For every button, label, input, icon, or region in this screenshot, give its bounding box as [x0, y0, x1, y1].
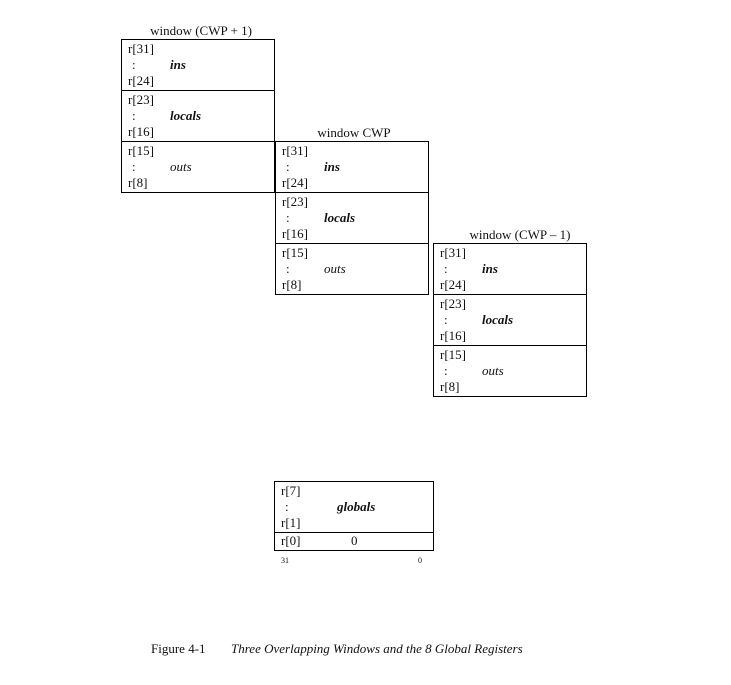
reg-ellipsis: : — [286, 210, 290, 225]
locals-block: r[23] : r[16] locals — [122, 91, 274, 142]
window-title-cwp-minus-1: window (CWP – 1) — [469, 227, 571, 242]
reg-label: r[23] — [282, 194, 308, 209]
reg-label: r[7] — [281, 483, 301, 498]
locals-label: locals — [482, 312, 514, 327]
bit-low-label: 0 — [418, 556, 422, 565]
figure-title: Three Overlapping Windows and the 8 Glob… — [231, 641, 523, 656]
reg-ellipsis: : — [132, 108, 136, 123]
ins-block: r[31] : r[24] ins — [122, 40, 274, 91]
locals-label: locals — [324, 210, 356, 225]
locals-block: r[23] : r[16] locals — [276, 193, 428, 244]
reg-label: r[8] — [282, 277, 302, 292]
window-cwp: r[31] : r[24] ins r[23] : r[16] locals r… — [275, 141, 429, 295]
locals-block: r[23] : r[16] locals — [434, 295, 586, 346]
reg-label: r[16] — [282, 226, 308, 241]
window-cwp-minus-1: r[31] : r[24] ins r[23] : r[16] locals r… — [433, 243, 587, 397]
reg-ellipsis: : — [132, 57, 136, 72]
ins-label: ins — [324, 159, 340, 174]
reg-ellipsis: : — [285, 499, 289, 514]
ins-label: ins — [170, 57, 186, 72]
reg-label: r[24] — [440, 277, 466, 292]
reg-label: r[15] — [440, 347, 466, 362]
globals-block: r[7] : r[1] globals — [275, 482, 433, 533]
outs-label: outs — [170, 159, 192, 174]
reg-label: r[31] — [282, 143, 308, 158]
bit-high-label: 31 — [281, 556, 289, 565]
outs-label: outs — [324, 261, 346, 276]
locals-label: locals — [170, 108, 202, 123]
window-cwp-plus-1: r[31] : r[24] ins r[23] : r[16] locals r… — [121, 39, 275, 193]
globals-label: globals — [337, 499, 376, 514]
window-title-cwp-plus-1: window (CWP + 1) — [150, 23, 252, 38]
reg-label: r[8] — [128, 175, 148, 190]
r0-value: 0 — [351, 533, 358, 548]
outs-block: r[15] : r[8] outs — [122, 142, 274, 192]
reg-ellipsis: : — [444, 261, 448, 276]
outs-block: r[15] : r[8] outs — [276, 244, 428, 294]
reg-label: r[1] — [281, 515, 301, 530]
globals-register-box: r[7] : r[1] globals r[0] 0 — [274, 481, 434, 551]
outs-label: outs — [482, 363, 504, 378]
reg-ellipsis: : — [132, 159, 136, 174]
reg-label: r[15] — [128, 143, 154, 158]
reg-label: r[31] — [128, 41, 154, 56]
r0-label: r[0] — [281, 533, 301, 548]
figure-caption: Figure 4-1 Three Overlapping Windows and … — [151, 641, 523, 657]
figure-number: Figure 4-1 — [151, 641, 206, 656]
reg-label: r[23] — [128, 92, 154, 107]
reg-label: r[16] — [440, 328, 466, 343]
reg-ellipsis: : — [444, 312, 448, 327]
ins-label: ins — [482, 261, 498, 276]
reg-ellipsis: : — [444, 363, 448, 378]
reg-label: r[24] — [128, 73, 154, 88]
reg-label: r[16] — [128, 124, 154, 139]
reg-ellipsis: : — [286, 261, 290, 276]
ins-block: r[31] : r[24] ins — [276, 142, 428, 193]
ins-block: r[31] : r[24] ins — [434, 244, 586, 295]
reg-label: r[23] — [440, 296, 466, 311]
window-title-cwp: window CWP — [317, 125, 391, 140]
reg-label: r[31] — [440, 245, 466, 260]
reg-ellipsis: : — [286, 159, 290, 174]
outs-block: r[15] : r[8] outs — [434, 346, 586, 396]
r0-row: r[0] 0 — [275, 533, 433, 550]
reg-label: r[8] — [440, 379, 460, 394]
reg-label: r[24] — [282, 175, 308, 190]
reg-label: r[15] — [282, 245, 308, 260]
